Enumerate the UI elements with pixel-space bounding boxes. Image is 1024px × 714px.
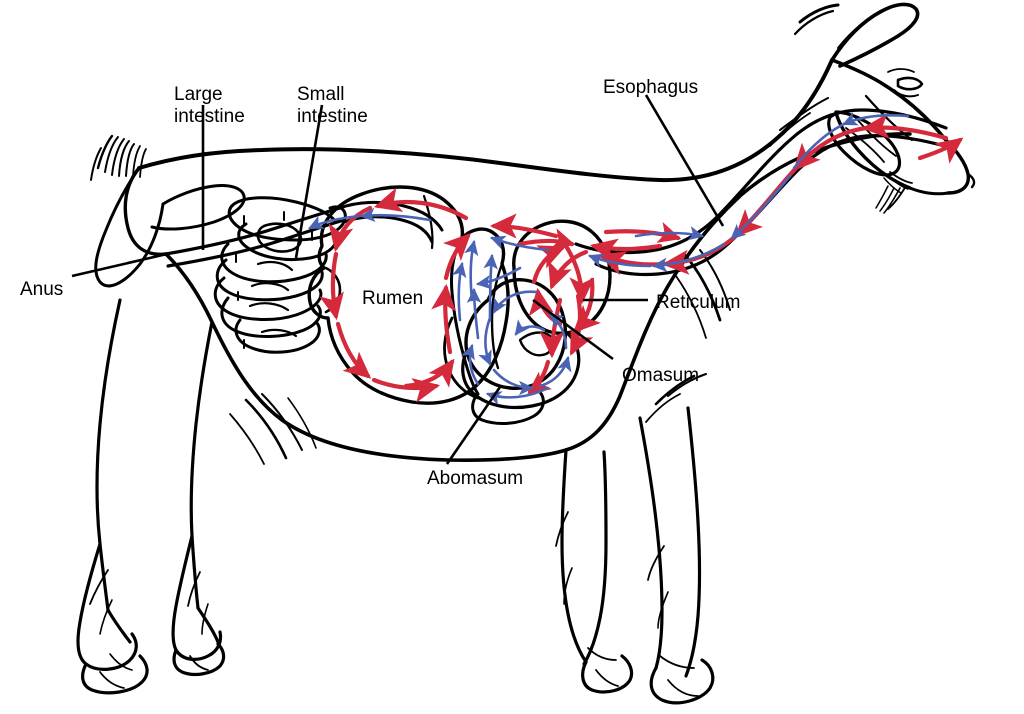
label-esophagus: Esophagus [603, 77, 698, 98]
label-anus: Anus [20, 279, 63, 300]
abomasum-outline [461, 330, 581, 410]
tail [90, 134, 246, 288]
hind-legs [76, 298, 226, 695]
abomasum-leader [445, 386, 502, 465]
label-omasum: Omasum [622, 365, 699, 386]
goat-head [769, 2, 976, 214]
esophagus-leader [644, 94, 725, 227]
label-small-intestine: Small intestine [297, 84, 368, 127]
label-rumen: Rumen [362, 288, 423, 309]
label-abomasum: Abomasum [427, 468, 523, 489]
label-reticulum: Reticulum [656, 292, 740, 313]
regurgitation-flow-arrows [308, 112, 910, 406]
small-intestine-tract [338, 200, 444, 232]
anus-leader [71, 252, 168, 278]
label-leader-lines [71, 94, 725, 465]
front-legs [555, 373, 715, 705]
omasum-leader [532, 298, 614, 361]
label-large-intestine: Large intestine [174, 84, 245, 127]
small-intestine-leader [294, 104, 324, 259]
organ-labels: Large intestine Small intestine Esophagu… [20, 77, 740, 489]
reticulum-outline [512, 219, 612, 335]
